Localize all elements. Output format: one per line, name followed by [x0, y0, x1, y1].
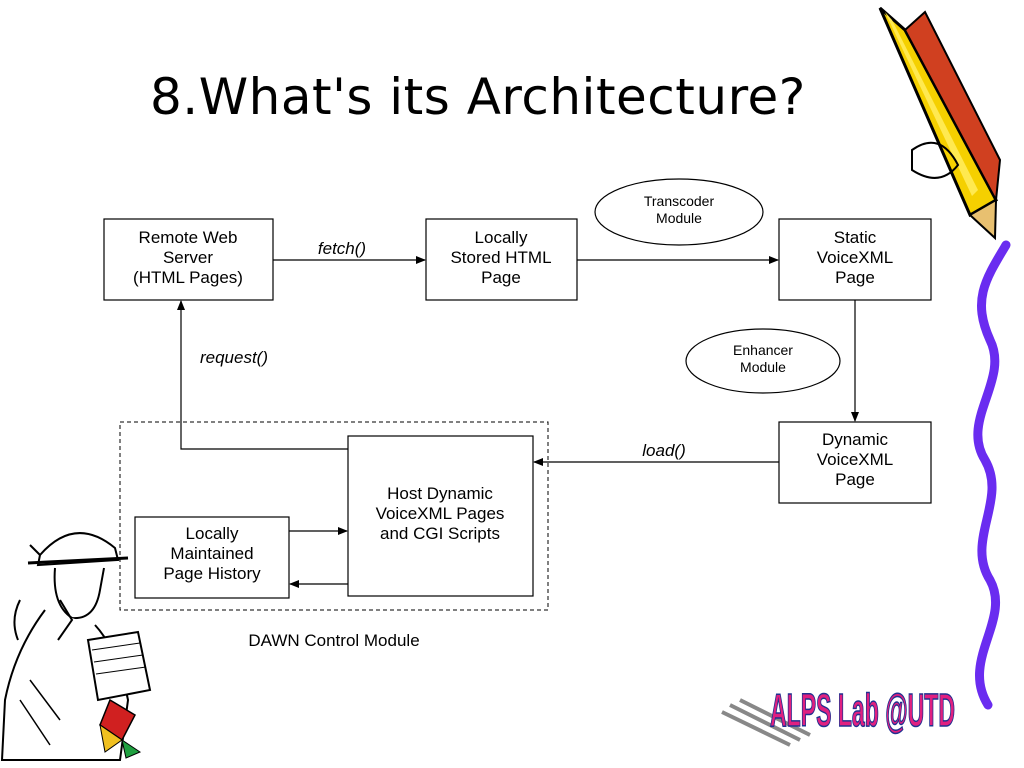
node-line: Stored HTML — [450, 248, 551, 267]
node-line: Module — [656, 210, 702, 226]
node-transcoder-module: Transcoder Module — [594, 178, 764, 246]
edge-request-label: request() — [200, 348, 268, 367]
engineer-clipart-icon — [0, 532, 152, 761]
node-line: (HTML Pages) — [133, 268, 243, 287]
edge-request-arrow — [177, 300, 348, 450]
node-line: Remote Web — [139, 228, 238, 247]
node-remote-web-server: Remote Web Server (HTML Pages) — [103, 218, 274, 301]
node-host-dynamic: Host Dynamic VoiceXML Pages and CGI Scri… — [347, 435, 534, 597]
node-page-history: Locally Maintained Page History — [134, 516, 290, 599]
node-line: Page — [835, 268, 875, 287]
node-line: Host Dynamic — [387, 484, 493, 503]
dawn-control-module-group — [119, 421, 549, 611]
node-line: Module — [740, 359, 786, 375]
node-line: Locally — [475, 228, 528, 247]
edge-load-label: load() — [642, 441, 685, 460]
node-line: Static — [834, 228, 877, 247]
pencil-clipart-icon — [878, 6, 1002, 241]
node-dynamic-voicexml: Dynamic VoiceXML Page — [778, 421, 932, 504]
alps-lab-logo: ALPS Lab @UTD — [721, 683, 956, 747]
node-line: Locally — [186, 524, 239, 543]
dawn-control-module-label: DAWN Control Module — [248, 631, 419, 650]
node-line: Enhancer — [733, 342, 793, 358]
node-line: Dynamic — [822, 430, 889, 449]
node-line: VoiceXML — [817, 248, 894, 267]
node-line: and CGI Scripts — [380, 524, 500, 543]
slide-title: 8.What's its Architecture? — [150, 68, 806, 126]
node-line: Maintained — [170, 544, 253, 563]
node-line: Page — [835, 470, 875, 489]
node-line: Server — [163, 248, 213, 267]
squiggle-decoration-icon — [973, 240, 1011, 710]
node-line: VoiceXML Pages — [376, 504, 505, 523]
node-line: Page — [481, 268, 521, 287]
node-enhancer-module: Enhancer Module — [685, 328, 841, 394]
node-static-voicexml: Static VoiceXML Page — [778, 218, 932, 301]
edge-fetch-label: fetch() — [318, 239, 366, 258]
node-line: VoiceXML — [817, 450, 894, 469]
node-locally-stored-html: Locally Stored HTML Page — [425, 218, 578, 301]
node-line: Transcoder — [644, 193, 715, 209]
node-line: Page History — [163, 564, 261, 583]
logo-text: ALPS Lab @UTD — [770, 684, 955, 736]
